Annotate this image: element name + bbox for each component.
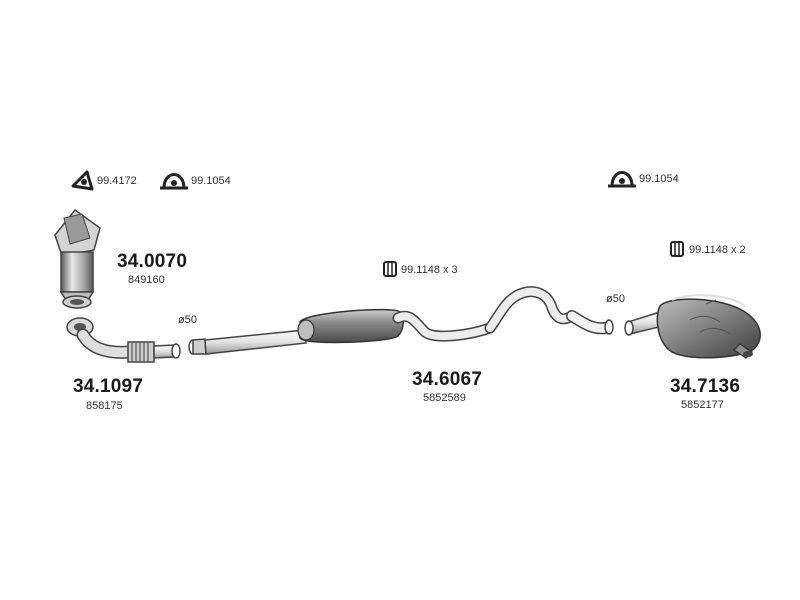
clamp-icon xyxy=(608,171,636,188)
diameter-label: ø50 xyxy=(606,293,625,305)
part-number: 34.0070 xyxy=(117,251,188,272)
triangle-gasket-icon xyxy=(71,170,94,191)
part-number: 34.6067 xyxy=(412,369,483,390)
middle-pipe-silencer xyxy=(188,286,614,355)
bracket-icon xyxy=(383,261,397,277)
diameter-label: ø50 xyxy=(178,314,197,326)
bracket-icon xyxy=(670,241,684,257)
oe-number: 849160 xyxy=(128,274,165,286)
oe-number: 5852177 xyxy=(681,399,724,411)
catalytic-converter xyxy=(54,208,101,309)
oe-number: 5852589 xyxy=(423,392,466,404)
front-pipe xyxy=(66,317,181,363)
accessory-code: 99.1148 x 3 xyxy=(401,264,458,276)
accessory-code: 99.1148 x 2 xyxy=(689,244,746,256)
rear-silencer xyxy=(624,294,761,359)
oe-number: 858175 xyxy=(86,400,123,412)
part-number: 34.7136 xyxy=(670,376,741,397)
accessory-code: 99.4172 xyxy=(97,175,137,187)
part-number: 34.1097 xyxy=(73,376,144,397)
accessory-code: 99.1054 xyxy=(191,175,231,187)
accessory-code: 99.1054 xyxy=(639,173,679,185)
clamp-icon xyxy=(160,173,188,190)
